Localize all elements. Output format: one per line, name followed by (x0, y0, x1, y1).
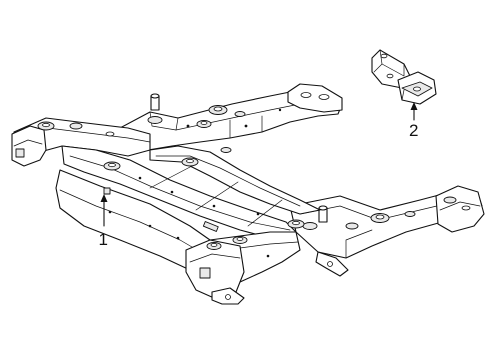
callout-1: 1 (99, 194, 108, 249)
arrowhead-1 (100, 194, 108, 202)
subframe-cradle (11, 83, 485, 305)
callout-2-label: 2 (409, 121, 418, 140)
mount-bracket (371, 49, 437, 105)
arrowhead-2 (410, 102, 418, 110)
callout-2: 2 (409, 102, 418, 140)
callout-1-label: 1 (99, 230, 108, 249)
